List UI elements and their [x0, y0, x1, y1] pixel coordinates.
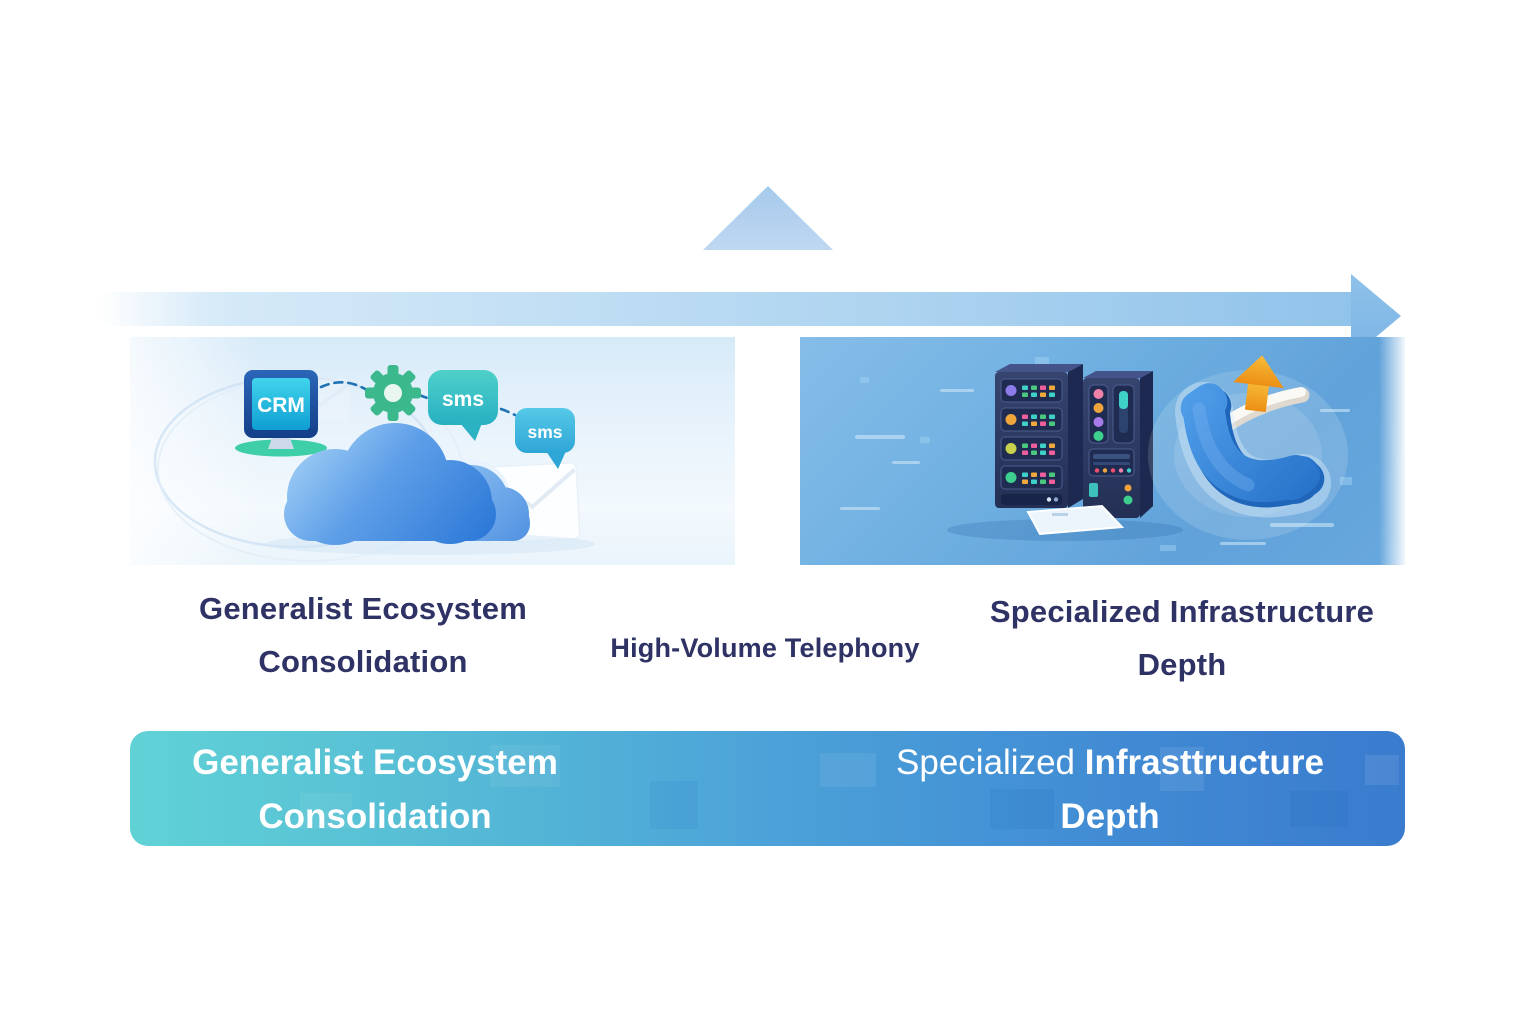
up-arrow-axis-icon: [733, 248, 804, 566]
sms-bubble-icon: sms: [428, 370, 498, 441]
telephony-caption: High-Volume Telephony: [565, 628, 965, 668]
phone-handset-icon: [1175, 382, 1331, 518]
generalist-caption-line2: Consolidation: [258, 644, 468, 679]
gear-icon: [365, 365, 421, 421]
telephony-caption-text: High-Volume Telephony: [610, 633, 920, 663]
banner-specialized-line1: Specialized Infrasttructure: [760, 736, 1405, 790]
spectrum-banner: Generalist Ecosystem Consolidation Speci…: [130, 731, 1405, 846]
banner-generalist-text: Generalist Ecosystem Consolidation: [175, 731, 835, 846]
specialized-caption: Specialized Infrastructure Depth: [962, 585, 1402, 691]
tech-streaks-decoration: [840, 389, 1350, 545]
banner-infrastructure-word: Infrasttructure: [1084, 743, 1324, 782]
server-rack-icon: [995, 364, 1083, 508]
crm-monitor-icon: CRM: [244, 370, 318, 438]
specialized-caption-line2: Depth: [1137, 647, 1227, 682]
crm-label: CRM: [257, 394, 305, 417]
sms-label-2: sms: [527, 422, 562, 442]
banner-specialized-line2: Depth: [1060, 797, 1160, 836]
sms-label-1: sms: [442, 388, 484, 411]
orange-up-arrow-icon: [1233, 355, 1284, 413]
banner-generalist-line1: Generalist Ecosystem: [192, 743, 558, 782]
banner-specialized-word: Specialized: [896, 743, 1076, 782]
banner-specialized-text: Specialized Infrasttructure Depth: [760, 731, 1405, 846]
generalist-caption: Generalist Ecosystem Consolidation: [143, 582, 583, 688]
banner-generalist-line2: Consolidation: [258, 797, 492, 836]
cloud-icon: [284, 423, 496, 545]
generalist-illustration: CRM: [153, 365, 595, 562]
generalist-illustration-panel: CRM: [130, 337, 735, 565]
sms-bubble-icon-2: sms: [515, 408, 575, 469]
up-arrow-axis-head-icon: [703, 186, 833, 250]
specialized-illustration-panel: [800, 337, 1405, 565]
specialized-illustration: [840, 355, 1352, 551]
right-arrow-axis-icon: [100, 292, 1353, 326]
specialized-caption-line1: Specialized Infrastructure: [989, 594, 1375, 629]
generalist-caption-line1: Generalist Ecosystem: [199, 591, 527, 626]
document-icon: [1026, 504, 1125, 536]
monitor-stand: [268, 435, 294, 449]
pixel-glitch-decoration: [860, 357, 1352, 551]
server-rack-icon-2: [1083, 371, 1153, 518]
